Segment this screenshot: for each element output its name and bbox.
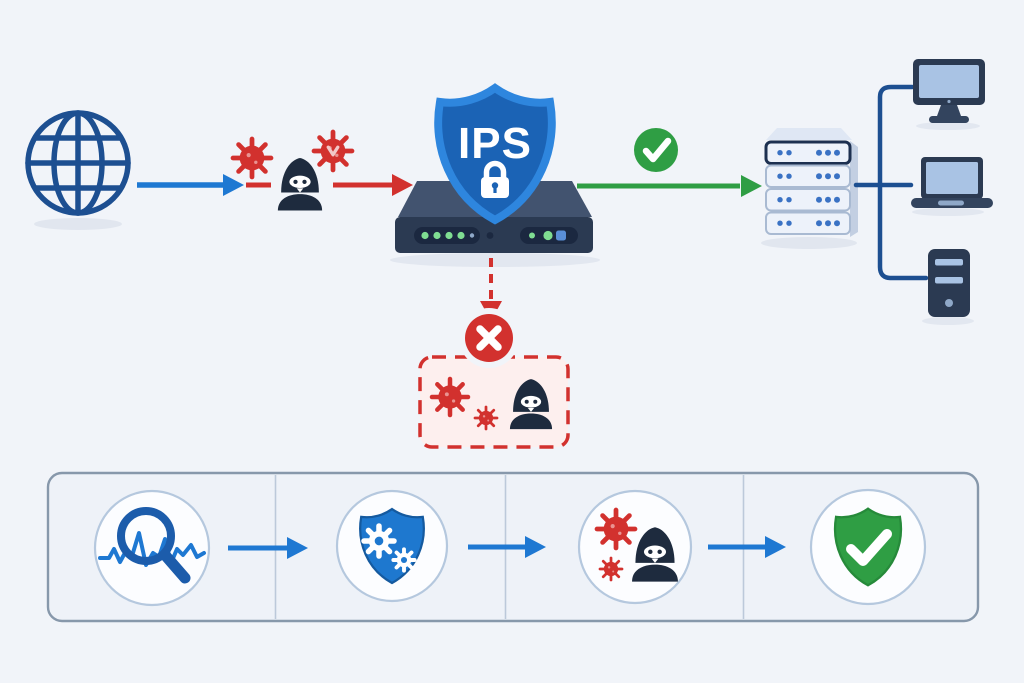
process-flow-bar — [46, 471, 980, 623]
process-arrow-3 — [708, 536, 786, 558]
rack-leds — [777, 149, 840, 227]
server-rack-icon — [764, 128, 858, 237]
desktop-monitor-icon — [913, 59, 985, 123]
x-circle-icon — [459, 308, 519, 368]
arrow-threat-to-ips — [333, 174, 413, 196]
process-arrow-2 — [468, 536, 546, 558]
virus-icon — [473, 405, 499, 431]
process-arrow-1 — [228, 537, 308, 559]
network-links — [853, 84, 929, 281]
lock-icon — [481, 160, 509, 198]
process-step-3 — [577, 489, 693, 605]
ips-label: IPS — [458, 119, 532, 168]
laptop-icon — [911, 157, 993, 208]
internet-globe-icon — [25, 110, 131, 216]
virus-icon — [233, 139, 271, 177]
led-panel-left — [414, 227, 494, 244]
appliance-shadow — [390, 253, 600, 267]
rack-shadow — [761, 237, 857, 249]
shield-check-icon — [833, 507, 903, 587]
arrow-internet-to-threat — [137, 174, 244, 196]
virus-icon — [432, 379, 468, 415]
arrow-ips-to-servers — [577, 175, 762, 197]
quarantine-zone — [418, 355, 570, 449]
monitor-shadow — [916, 122, 980, 130]
process-step-4 — [809, 488, 927, 606]
hacker-icon — [277, 158, 323, 211]
led-panel-right — [520, 227, 578, 244]
process-step-2 — [335, 489, 449, 603]
process-step-1 — [93, 489, 211, 607]
laptop-shadow — [912, 208, 984, 216]
ips-shield-icon: IPS — [438, 88, 552, 220]
desktop-tower-icon — [928, 249, 970, 317]
check-circle-icon — [634, 128, 678, 172]
virus-icon — [314, 132, 352, 170]
globe-shadow — [34, 218, 122, 230]
tower-shadow — [922, 317, 974, 325]
magnifier-waveform-icon — [98, 507, 206, 584]
